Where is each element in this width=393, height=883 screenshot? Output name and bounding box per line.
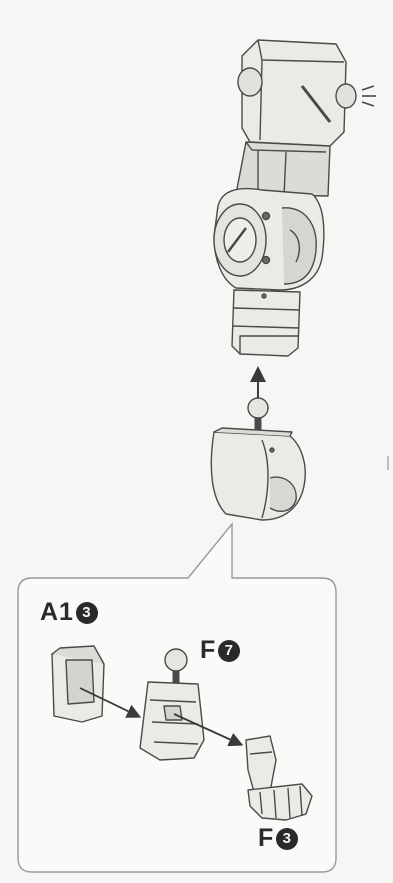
part-f3-fingers (245, 735, 313, 821)
part-label-f3-letter: F (258, 824, 275, 852)
hand-assembled (210, 397, 306, 521)
upper-arm-assembly (213, 39, 357, 357)
part-label-f7-number: 7 (218, 640, 241, 662)
arrow-right-icon (173, 713, 244, 747)
part-label-a1-number: 3 (75, 602, 98, 624)
part-label-f7-letter: F (200, 636, 217, 664)
part-label-f3-number: 3 (276, 828, 299, 850)
arrow-right-icon (79, 687, 142, 718)
part-a1-cuff (51, 645, 105, 723)
part-label-a1-letter: A1 (40, 598, 74, 626)
motion-lines-icon (361, 85, 376, 107)
